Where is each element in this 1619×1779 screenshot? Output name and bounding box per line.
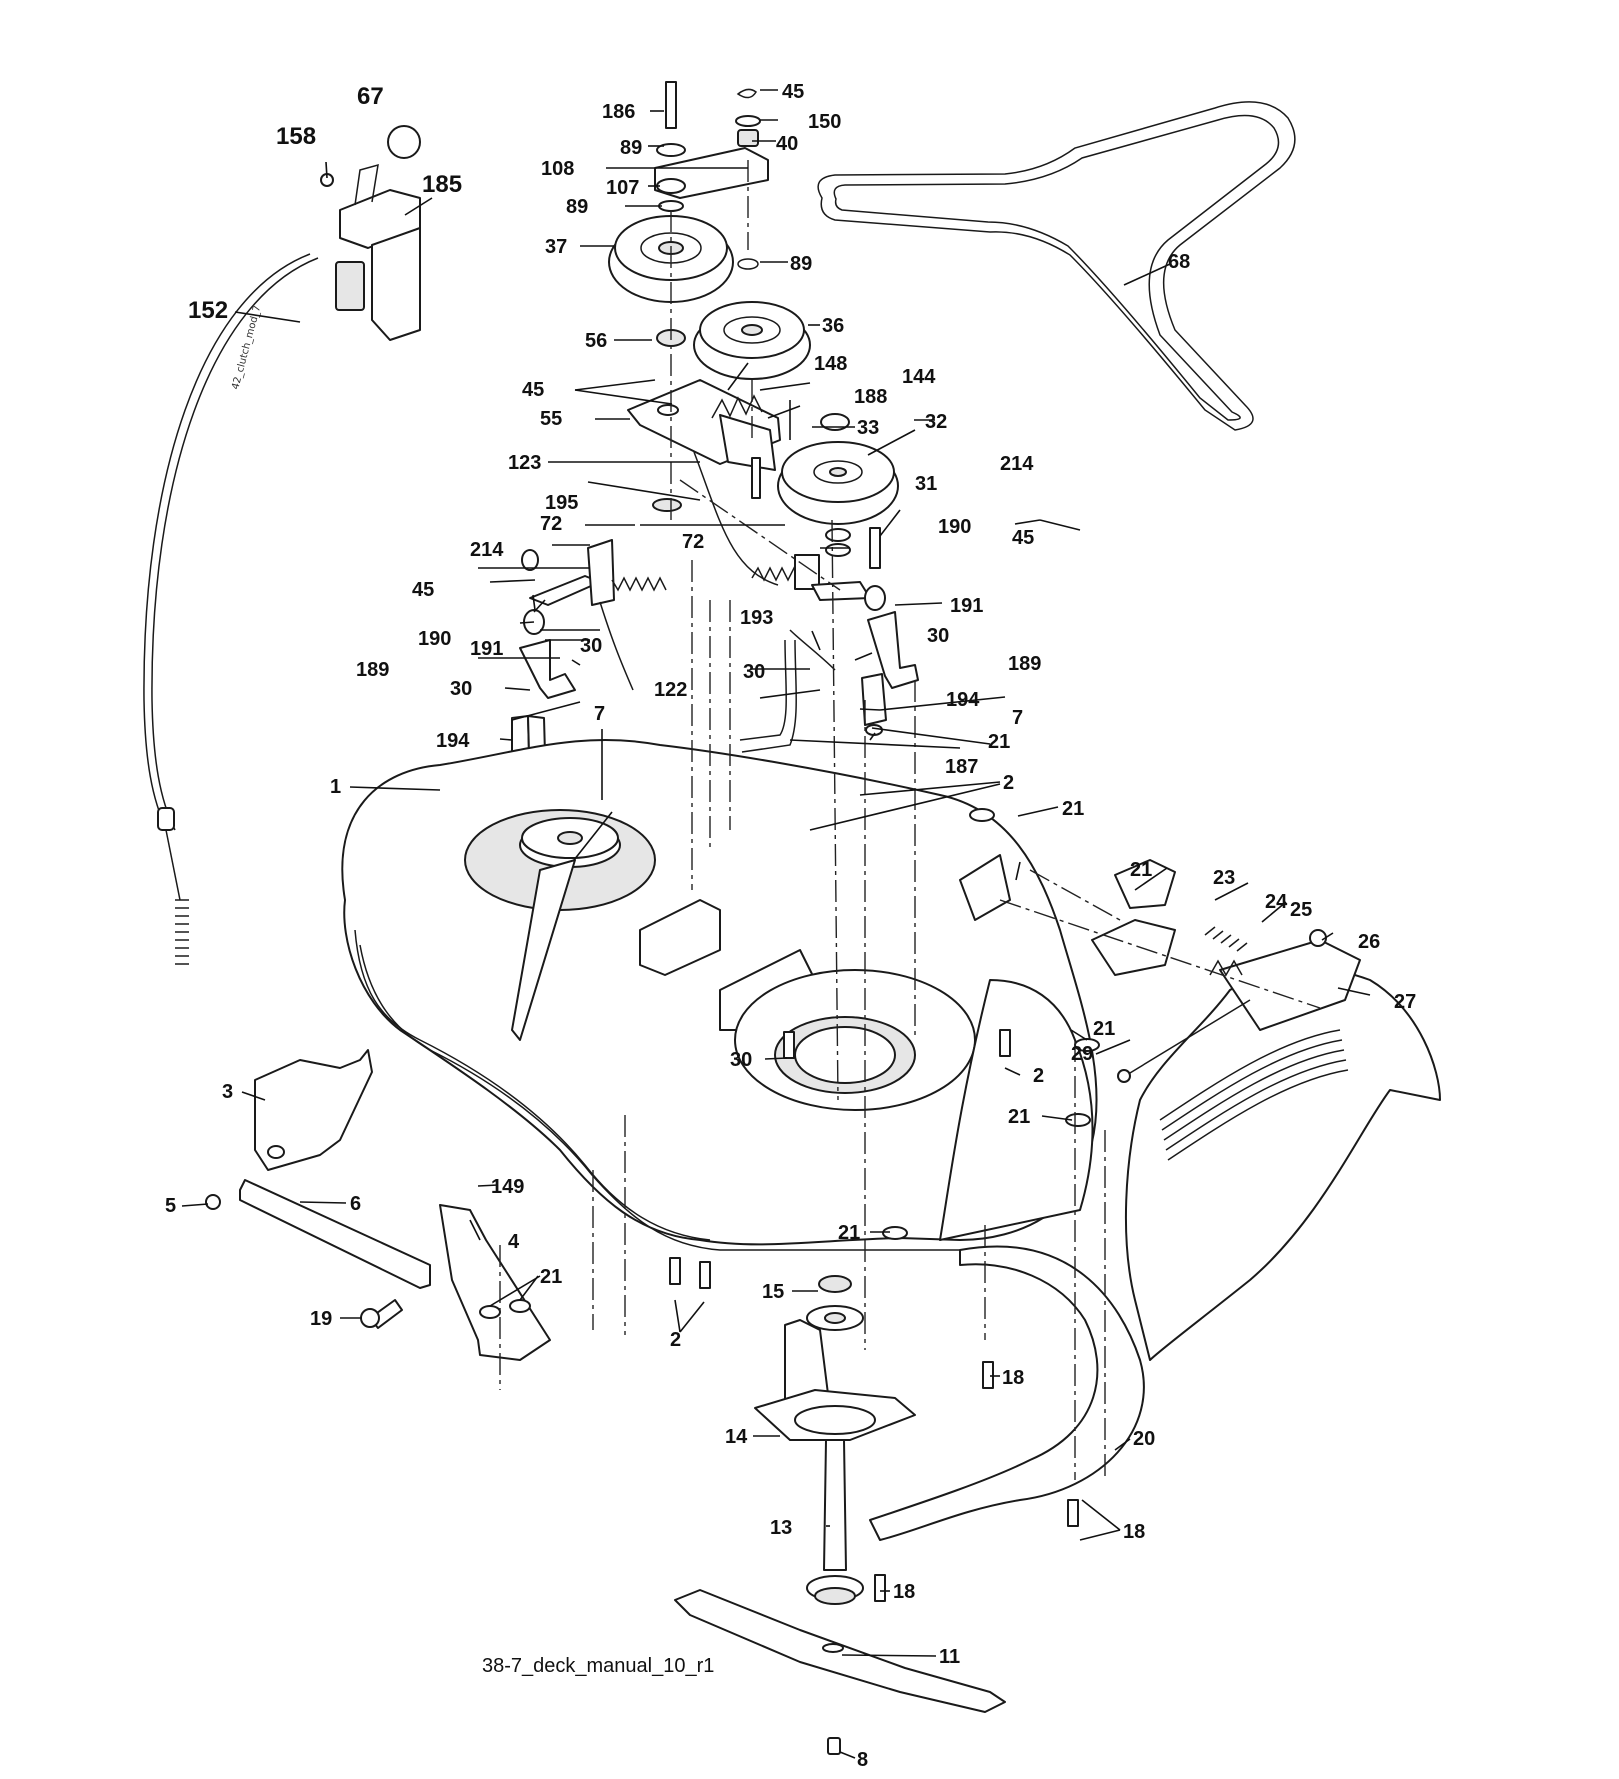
callout-5: 5: [165, 1195, 176, 1217]
callout-27: 27: [1394, 991, 1416, 1013]
callout-45: 45: [1012, 527, 1034, 549]
callout-2: 2: [1033, 1065, 1044, 1087]
callout-6: 6: [350, 1193, 361, 1215]
callout-89: 89: [566, 196, 588, 218]
callout-158: 158: [276, 123, 316, 150]
callout-labels: 67 158 185 152 186 45 150 89 40 108 107 …: [165, 81, 1416, 1771]
callout-21: 21: [988, 731, 1010, 753]
callout-189: 189: [356, 659, 389, 681]
drawing-id: 38-7_deck_manual_10_r1: [482, 1655, 714, 1677]
callout-195: 195: [545, 492, 578, 514]
callout-149: 149: [491, 1176, 524, 1198]
callout-191: 191: [470, 638, 503, 660]
callout-45: 45: [782, 81, 804, 103]
callout-24: 24: [1265, 891, 1288, 913]
callout-23: 23: [1213, 867, 1235, 889]
callout-144: 144: [902, 366, 936, 388]
callout-21: 21: [1130, 859, 1152, 881]
callout-186: 186: [602, 101, 635, 123]
callout-31: 31: [915, 473, 937, 495]
callout-40: 40: [776, 133, 798, 155]
knob: [387, 125, 421, 159]
callout-7: 7: [1012, 707, 1023, 729]
callout-68: 68: [1168, 251, 1190, 273]
callout-25: 25: [1290, 899, 1312, 921]
callout-15: 15: [762, 1281, 784, 1303]
callout-18: 18: [893, 1581, 915, 1603]
callout-122: 122: [654, 679, 687, 701]
callout-21: 21: [540, 1266, 562, 1288]
callout-152: 152: [188, 297, 228, 324]
callout-13: 13: [770, 1517, 792, 1539]
callout-189: 189: [1008, 653, 1041, 675]
callout-188: 188: [854, 386, 887, 408]
callout-55: 55: [540, 408, 562, 430]
callout-19: 19: [310, 1308, 332, 1330]
callout-1: 1: [330, 776, 341, 798]
callout-18: 18: [1002, 1367, 1024, 1389]
callout-4: 4: [508, 1231, 520, 1253]
callout-45: 45: [412, 579, 434, 601]
clutch-bracket: [320, 125, 421, 341]
callout-37: 37: [545, 236, 567, 258]
callout-3: 3: [222, 1081, 233, 1103]
callout-107: 107: [606, 177, 639, 199]
callout-30: 30: [580, 635, 602, 657]
assembly-lines: [499, 160, 1321, 1480]
callout-123: 123: [508, 452, 541, 474]
discharge-chute: [1091, 919, 1441, 1361]
callout-26: 26: [1358, 931, 1380, 953]
callout-21: 21: [838, 1222, 860, 1244]
callout-67: 67: [357, 83, 384, 110]
drive-belt: [817, 101, 1296, 431]
callout-36: 36: [822, 315, 844, 337]
callout-30: 30: [743, 661, 765, 683]
callout-194: 194: [946, 689, 980, 711]
callout-8: 8: [857, 1749, 868, 1771]
callout-21: 21: [1093, 1018, 1115, 1040]
callout-30: 30: [730, 1049, 752, 1071]
callout-21: 21: [1062, 798, 1084, 820]
callout-150: 150: [808, 111, 841, 133]
pulley-32: [777, 413, 899, 569]
callout-2: 2: [670, 1329, 681, 1351]
callout-72: 72: [540, 513, 562, 535]
callout-21: 21: [1008, 1106, 1030, 1128]
callout-20: 20: [1133, 1428, 1155, 1450]
callout-11: 11: [939, 1646, 960, 1668]
callout-30: 30: [450, 678, 472, 700]
callout-29: 29: [1071, 1043, 1093, 1065]
leader-lines: [181, 89, 1371, 1759]
cable-marking: 42_clutch_mod_7: [230, 304, 263, 391]
callout-56: 56: [585, 330, 607, 352]
callout-190: 190: [418, 628, 451, 650]
callout-32: 32: [925, 411, 947, 433]
callout-30: 30: [927, 625, 949, 647]
callout-187: 187: [945, 756, 978, 778]
callout-33: 33: [857, 417, 879, 439]
callout-14: 14: [725, 1426, 748, 1448]
mower-deck: [341, 738, 1098, 1251]
callout-72: 72: [682, 531, 704, 553]
callout-18: 18: [1123, 1521, 1145, 1543]
callout-214: 214: [470, 539, 504, 561]
callout-191: 191: [950, 595, 983, 617]
pulley-36: [693, 301, 811, 380]
cable-ferrule: [157, 807, 175, 831]
callout-108: 108: [541, 158, 574, 180]
callout-89: 89: [620, 137, 642, 159]
clutch-cable: 42_clutch_mod_7: [143, 253, 319, 965]
callout-2: 2: [1003, 772, 1014, 794]
callout-214: 214: [1000, 453, 1034, 475]
callout-185: 185: [422, 171, 462, 198]
callout-45: 45: [522, 379, 544, 401]
callout-194: 194: [436, 730, 470, 752]
callout-148: 148: [814, 353, 847, 375]
idler-bracket: [521, 379, 871, 691]
callout-89: 89: [790, 253, 812, 275]
callout-193: 193: [740, 607, 773, 629]
callout-7: 7: [594, 703, 605, 725]
callout-190: 190: [938, 516, 971, 538]
